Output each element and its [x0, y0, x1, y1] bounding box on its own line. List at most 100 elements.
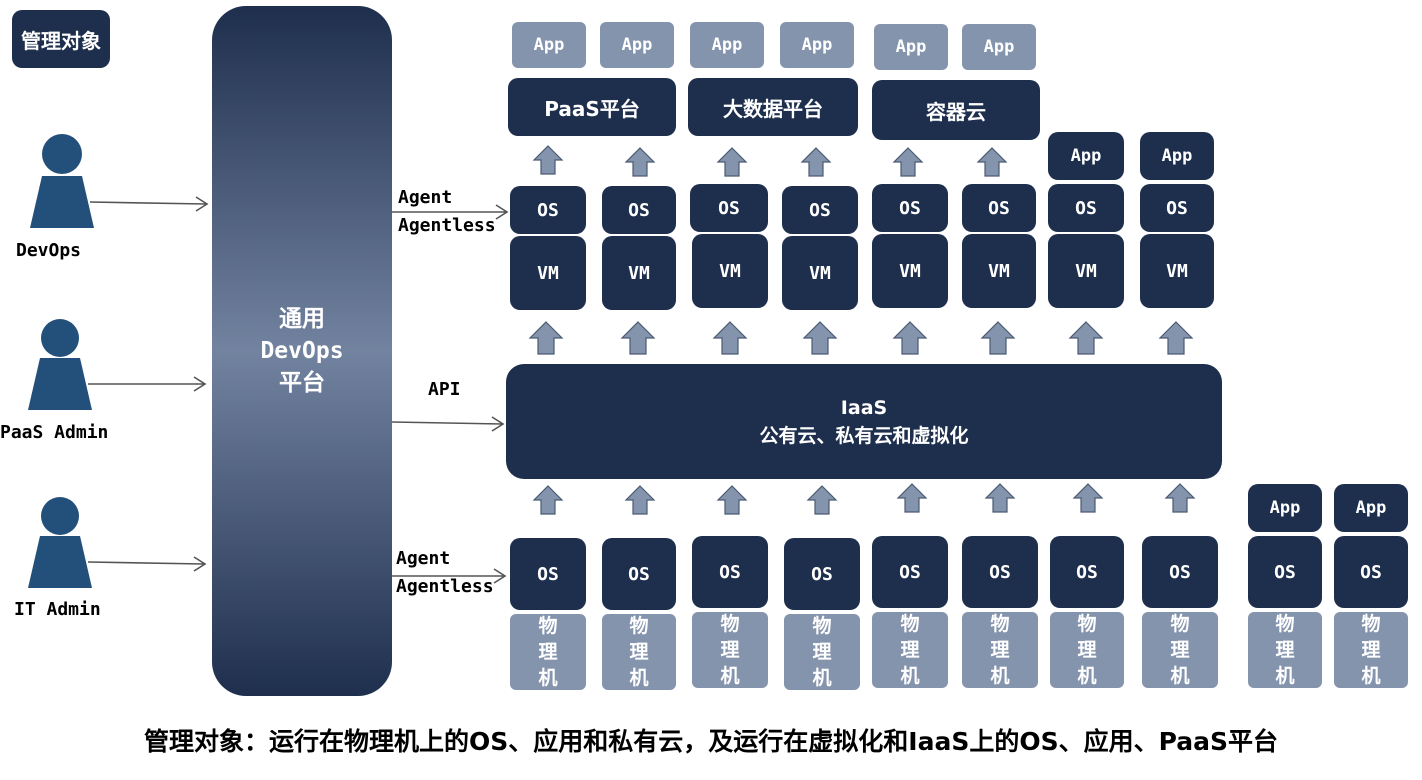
- os-box: OS: [510, 538, 586, 610]
- up-arrow: [1069, 321, 1103, 355]
- vm-box: VM: [872, 234, 948, 308]
- paas-platform-box: PaaS平台: [508, 78, 676, 136]
- devops-platform-line2: DevOps: [260, 338, 344, 364]
- devops-platform-line3: 平台: [279, 370, 325, 396]
- up-arrow: [893, 321, 927, 355]
- bigdata-platform-box: 大数据平台: [688, 78, 858, 136]
- bottom-agent-label: Agent: [396, 548, 451, 569]
- physical-machine-box: 物理机: [962, 612, 1038, 688]
- physical-machine-box: 物理机: [1050, 612, 1124, 688]
- app-box: App: [962, 24, 1036, 70]
- os-box: OS: [1142, 536, 1218, 608]
- api-label: API: [428, 379, 461, 400]
- up-arrow: [985, 483, 1015, 513]
- it-admin-person-icon: [28, 496, 92, 588]
- devops-person-icon: [30, 132, 94, 228]
- os-box: OS: [872, 184, 948, 232]
- vm-box: VM: [692, 234, 768, 308]
- physical-machine-label: 物理机: [720, 613, 740, 687]
- iaas-subtitle: 公有云、私有云和虚拟化: [759, 424, 969, 447]
- up-arrow: [713, 321, 747, 355]
- app-box: App: [874, 24, 948, 70]
- devops-platform-line1: 通用: [279, 306, 325, 332]
- os-box: OS: [962, 184, 1036, 232]
- up-arrow: [717, 147, 747, 177]
- physical-machine-label: 物理机: [629, 615, 649, 689]
- up-arrow: [977, 147, 1007, 177]
- physical-machine-box: 物理机: [692, 612, 768, 688]
- os-box: OS: [962, 536, 1038, 608]
- os-box: OS: [1140, 184, 1214, 232]
- physical-machine-label: 物理机: [900, 613, 920, 687]
- up-arrow: [801, 147, 831, 177]
- role-label-devops: DevOps: [16, 240, 82, 261]
- vm-box: VM: [1140, 234, 1214, 308]
- devops-platform-panel: 通用 DevOps 平台: [212, 6, 392, 696]
- app-box: App: [1248, 484, 1322, 532]
- physical-machine-label: 物理机: [1275, 613, 1295, 687]
- physical-machine-box: 物理机: [1248, 612, 1322, 688]
- up-arrow: [533, 145, 563, 175]
- up-arrow: [897, 483, 927, 513]
- physical-machine-box: 物理机: [784, 614, 860, 690]
- up-arrow: [625, 485, 655, 515]
- physical-machine-label: 物理机: [1077, 613, 1097, 687]
- physical-machine-box: 物理机: [872, 612, 948, 688]
- app-box: App: [512, 22, 586, 68]
- vm-box: VM: [782, 236, 858, 310]
- up-arrow: [893, 147, 923, 177]
- up-arrow: [1073, 483, 1103, 513]
- paas-admin-person-icon: [28, 318, 92, 410]
- up-arrow: [981, 321, 1015, 355]
- bottom-agentless-label: Agentless: [396, 576, 494, 597]
- arrow-devops-to-platform: [89, 196, 209, 212]
- os-box: OS: [782, 186, 858, 234]
- vm-box: VM: [510, 236, 586, 310]
- container-cloud-box: 容器云: [872, 80, 1040, 140]
- physical-machine-box: 物理机: [602, 614, 676, 690]
- top-agent-label: Agent: [398, 187, 453, 208]
- app-box: App: [690, 22, 764, 68]
- os-box: OS: [510, 186, 586, 234]
- os-box: OS: [602, 186, 676, 234]
- app-box: App: [600, 22, 674, 68]
- vm-box: VM: [1048, 234, 1124, 308]
- vm-box: VM: [602, 236, 676, 310]
- app-box: App: [1334, 484, 1408, 532]
- os-box: OS: [1334, 536, 1408, 608]
- app-box: App: [1140, 132, 1214, 180]
- top-agentless-label: Agentless: [398, 215, 496, 236]
- physical-machine-box: 物理机: [1334, 612, 1408, 688]
- arrow-paasadmin-to-platform: [88, 376, 207, 392]
- role-label-paas-admin: PaaS Admin: [0, 422, 109, 443]
- app-box: App: [780, 22, 854, 68]
- physical-machine-box: 物理机: [1142, 612, 1218, 688]
- physical-machine-label: 物理机: [812, 615, 832, 689]
- caption: 管理对象：运行在物理机上的OS、应用和私有云，及运行在虚拟化和IaaS上的OS、…: [144, 727, 1278, 756]
- os-box: OS: [692, 536, 768, 608]
- up-arrow: [717, 485, 747, 515]
- up-arrow: [1165, 483, 1195, 513]
- arrow-platform-to-physical-os: [392, 568, 507, 584]
- os-box: OS: [1050, 536, 1124, 608]
- physical-machine-label: 物理机: [538, 615, 558, 689]
- iaas-box: IaaS 公有云、私有云和虚拟化: [506, 364, 1222, 479]
- arrow-platform-to-iaas: [391, 416, 505, 432]
- os-box: OS: [1248, 536, 1322, 608]
- os-box: OS: [602, 538, 676, 610]
- physical-machine-box: 物理机: [510, 614, 586, 690]
- physical-machine-label: 物理机: [1170, 613, 1190, 687]
- iaas-title: IaaS: [840, 396, 888, 419]
- role-label-it-admin: IT Admin: [14, 599, 101, 620]
- os-box: OS: [872, 536, 948, 608]
- arrow-platform-to-vm-os: [392, 204, 509, 220]
- up-arrow: [625, 147, 655, 177]
- physical-machine-label: 物理机: [1361, 613, 1381, 687]
- vm-box: VM: [962, 234, 1036, 308]
- os-box: OS: [690, 184, 768, 232]
- up-arrow: [529, 321, 563, 355]
- os-box: OS: [784, 538, 860, 610]
- up-arrow: [621, 321, 655, 355]
